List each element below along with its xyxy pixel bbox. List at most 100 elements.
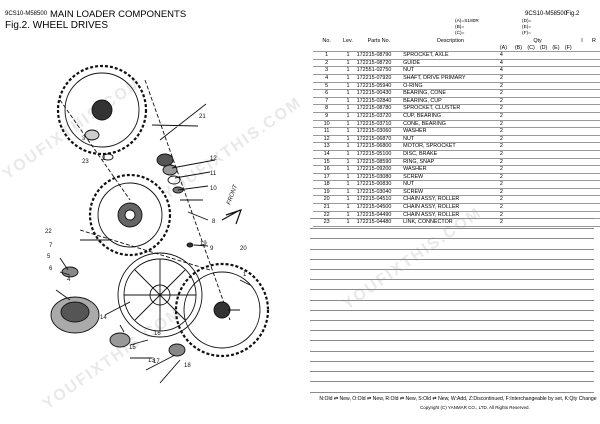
row-no: 20 [313, 195, 341, 205]
table-subheader-row: (A) (B) (C) (D) (E) (F) [313, 44, 600, 53]
row-part-number: 172215-08780 [355, 104, 403, 113]
row-description: MOTOR, SPROCKET [402, 142, 499, 151]
row-lev: 1 [340, 173, 356, 182]
col-lev: Lev. [343, 38, 353, 44]
row-description: RING, SNAP [402, 158, 499, 167]
row-part-number: 172215-00430 [355, 89, 403, 98]
row-part-number: 172215-09200 [355, 165, 403, 174]
row-lev: 1 [340, 195, 356, 205]
row-lev: 1 [340, 120, 356, 129]
row-no: 16 [313, 165, 341, 174]
row-no: 17 [313, 173, 341, 182]
row-part-number: 172215-03080 [355, 173, 403, 182]
row-description: CHAIN ASSY, ROLLER [402, 195, 499, 205]
row-description: NUT [402, 135, 499, 144]
ruled-line [310, 360, 594, 362]
row-part-number: 172215-03710 [355, 120, 403, 129]
row-qty-a: 2 [498, 120, 514, 129]
row-description: WASHER [402, 165, 499, 174]
row-part-number: 172215-00830 [355, 180, 403, 189]
row-description: CUP, BEARING [402, 112, 499, 121]
col-i: I [581, 38, 583, 44]
row-description: SPROCKET, AXLE [402, 51, 499, 60]
col-desc: Description [436, 38, 464, 44]
row-no: 1 [313, 51, 341, 60]
row-part-number: 172551-02750 [355, 66, 403, 75]
row-lev: 1 [340, 135, 356, 144]
qty-col-e: (E) [551, 44, 564, 53]
row-description: LINK, CONNECTOR [402, 218, 499, 227]
exploded-diagram: 1 2 3 4 5 6 7 8 9 10 11 12 13 14 15 16 1… [45, 64, 270, 384]
callout-label: 4 [67, 277, 71, 283]
row-no: 10 [313, 120, 341, 129]
row-no: 11 [313, 127, 341, 136]
col-qty: Qty [533, 38, 542, 44]
callout-label: 14 [100, 315, 107, 321]
row-qty-a: 2 [498, 97, 514, 106]
callout-label: 16 [154, 331, 161, 337]
ruled-line [310, 238, 594, 240]
row-qty-a: 2 [498, 127, 514, 136]
row-lev: 1 [340, 188, 356, 197]
callout-label: 13 [148, 358, 155, 364]
row-no: 8 [313, 104, 341, 113]
row-description: NUT [402, 180, 499, 189]
figure-title: Fig.2. WHEEL DRIVES [5, 20, 108, 31]
ruled-line [310, 371, 594, 372]
row-qty-a: 2 [498, 89, 514, 98]
row-lev: 1 [340, 158, 356, 167]
ruled-line [310, 350, 594, 352]
ruled-line [310, 269, 594, 270]
row-description: NUT [402, 66, 499, 75]
row-description: DISC, BRAKE [402, 150, 499, 159]
row-lev: 1 [340, 112, 356, 121]
row-description: CHAIN ASSY, ROLLER [402, 203, 499, 212]
col-r: R [591, 38, 596, 44]
row-no: 19 [313, 188, 341, 197]
ruled-line [310, 381, 594, 383]
row-lev: 1 [340, 150, 356, 159]
ruled-line [310, 218, 594, 219]
row-part-number: 172215-08720 [355, 59, 403, 68]
row-qty-a: 4 [498, 59, 514, 68]
row-lev: 1 [340, 89, 356, 98]
row-part-number: 172215-07920 [355, 74, 403, 83]
col-part: Parts No. [367, 38, 391, 44]
row-no: 18 [313, 180, 341, 189]
row-qty-a: 2 [498, 112, 514, 121]
row-lev: 1 [340, 127, 356, 136]
row-no: 14 [313, 150, 341, 159]
ruled-line [310, 289, 594, 291]
row-qty-a: 4 [498, 66, 514, 75]
ruled-line [310, 279, 594, 281]
row-qty-a: 2 [498, 82, 514, 91]
row-part-number: 172215-05100 [355, 150, 403, 159]
row-part-number: 172215-04500 [355, 203, 403, 212]
row-lev: 1 [340, 97, 356, 106]
row-description: BEARING, CONE [402, 89, 499, 98]
row-part-number: 172215-06800 [355, 142, 403, 151]
callout-label: 18 [184, 363, 191, 369]
qty-col-d: (D) [538, 44, 552, 53]
row-no: 15 [313, 158, 341, 167]
row-part-number: 172215-02840 [355, 97, 403, 106]
row-qty-a: 2 [498, 135, 514, 144]
row-qty-a: 2 [498, 180, 514, 189]
col-no: No. [322, 38, 331, 44]
table-header-row: No. Lev. Parts No. Description Qty I R [313, 38, 600, 45]
row-no: 3 [313, 66, 341, 75]
row-description: SCREW [402, 173, 499, 182]
row-part-number: 172215-04510 [355, 195, 403, 205]
